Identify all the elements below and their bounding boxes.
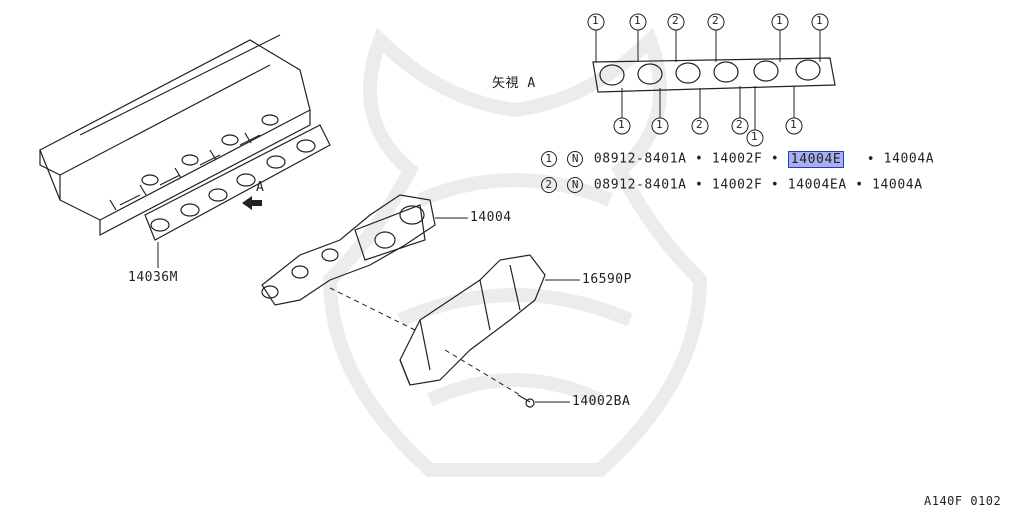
row-1-n-mark: N (567, 151, 584, 167)
callout-leaders (595, 30, 821, 130)
row-1-part-2[interactable]: 14002F (711, 151, 763, 167)
row-1-circle: 1 (541, 151, 557, 167)
view-arrow-icon (242, 196, 262, 210)
row-1-sep-1: • (695, 151, 704, 167)
row-2-part-1[interactable]: 08912-8401A (593, 177, 687, 193)
row-1-sep-3: • (866, 151, 876, 167)
parts-row-1: 1 N 08912-8401A • 14002F • 14004E • 1400… (541, 150, 935, 168)
alignment-lines (329, 287, 521, 396)
arrow-a-label: A (256, 180, 265, 195)
row-1-sep-2: • (770, 151, 780, 167)
part-label-14002BA[interactable]: 14002BA (572, 394, 631, 409)
callout-top-1: 1 (592, 14, 600, 27)
figure-code: A140F 0102 (924, 494, 1002, 508)
view-a-label: 矢視 A (492, 76, 536, 91)
row-2-part-3[interactable]: 14004EA (787, 177, 847, 193)
gasket-drawing[interactable] (144, 124, 331, 241)
view-a-gasket-drawing (592, 57, 836, 93)
row-1-part-1[interactable]: 08912-8401A (593, 151, 687, 167)
callout-top-2: 1 (634, 14, 642, 27)
callout-bottom-5: 1 (751, 130, 759, 143)
row-2-sep-2: • (770, 177, 780, 193)
callout-circles-bottom (613, 117, 803, 147)
part-label-14004[interactable]: 14004 (470, 210, 512, 225)
bolt-drawing[interactable] (517, 394, 535, 408)
row-2-part-2[interactable]: 14002F (711, 177, 763, 193)
callout-bottom-2: 1 (656, 118, 664, 131)
part-label-14036M[interactable]: 14036M (128, 270, 178, 285)
samurai-watermark (322, 27, 708, 477)
callout-bottom-3: 2 (696, 118, 704, 131)
heat-cover-drawing[interactable] (399, 254, 546, 386)
callout-top-4: 2 (712, 14, 720, 27)
exhaust-manifold-drawing[interactable] (261, 194, 436, 306)
row-1-part-4[interactable]: 14004A (883, 151, 935, 167)
row-2-sep-1: • (695, 177, 704, 193)
callout-circles-top (587, 13, 829, 31)
row-2-part-4[interactable]: 14004A (872, 177, 923, 193)
row-1-part-3-highlighted[interactable]: 14004E (787, 150, 845, 168)
row-2-n-mark: N (567, 177, 584, 193)
callout-bottom-6: 1 (790, 118, 798, 131)
part-label-16590P[interactable]: 16590P (582, 272, 632, 287)
row-2-circle: 2 (541, 177, 557, 193)
leader-lines (157, 217, 580, 403)
callout-bottom-1: 1 (618, 118, 626, 131)
callout-top-3: 2 (672, 14, 680, 27)
callout-top-5: 1 (776, 14, 784, 27)
row-2-sep-3: • (855, 177, 864, 193)
parts-row-2: 2 N 08912-8401A • 14002F • 14004EA • 140… (541, 177, 923, 193)
callout-top-6: 1 (816, 14, 824, 27)
cylinder-head-drawing (39, 34, 311, 236)
callout-bottom-4: 2 (736, 118, 744, 131)
